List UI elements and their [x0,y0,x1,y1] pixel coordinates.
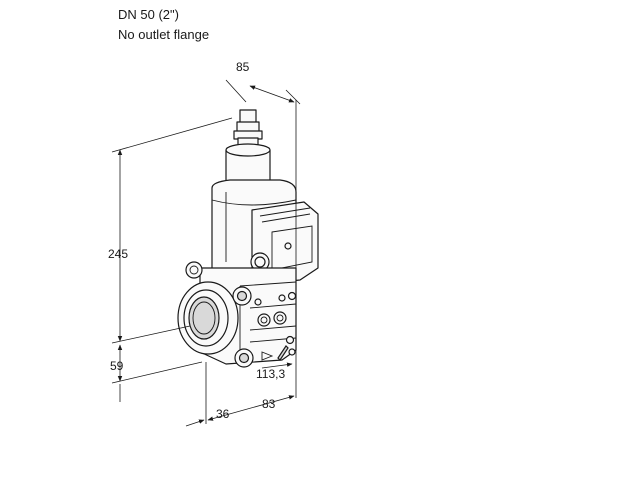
dim-inlet-height: 59 [110,359,124,373]
dimension-lines [111,79,301,427]
connector-box [250,201,319,285]
dim-bottom-left: 36 [216,407,230,421]
dim-height: 245 [108,247,128,261]
fittings [185,261,297,368]
dim-top-width: 85 [236,60,250,74]
dimension-labels: 85 245 59 113,3 36 83 [108,60,285,421]
dim-bottom-right: 83 [262,397,276,411]
dim-side-depth: 113,3 [256,367,285,381]
valve-illustration [177,109,319,368]
caption-flange-note: No outlet flange [118,27,210,42]
inlet-port [177,281,239,355]
caption-nominal-size: DN 50 (2") [118,7,179,22]
